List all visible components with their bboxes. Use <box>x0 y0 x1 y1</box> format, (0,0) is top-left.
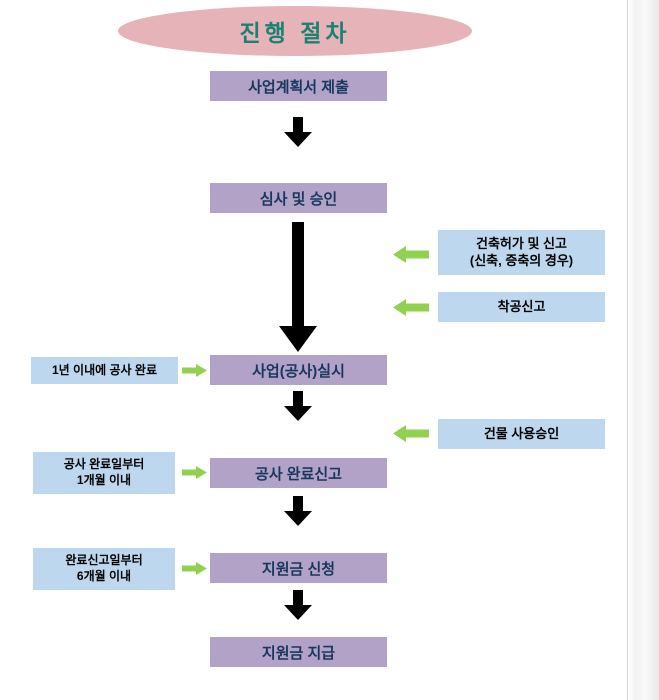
note-complete-within-1-year: 1년 이내에 공사 완료 <box>31 357 178 384</box>
down-arrow-icon <box>283 117 313 152</box>
down-arrow-icon <box>283 391 313 426</box>
down-arrow-icon <box>283 590 313 625</box>
step-business-plan-submission: 사업계획서 제출 <box>210 71 387 101</box>
step-label: 지원금 지급 <box>261 644 336 662</box>
down-arrow-icon <box>283 496 313 531</box>
step-label: 심사 및 승인 <box>259 190 338 208</box>
step-subsidy-application: 지원금 신청 <box>210 553 387 583</box>
page-edge-shadow <box>627 0 659 700</box>
note-line: 착공신고 <box>497 298 546 314</box>
note-line: 공사 완료일부터 <box>63 457 145 472</box>
green-right-arrow-icon <box>182 364 207 382</box>
step-subsidy-payment: 지원금 지급 <box>210 637 387 667</box>
note-building-use-approval: 건물 사용승인 <box>438 419 605 449</box>
note-line: 건축허가 및 신고 <box>476 235 567 251</box>
note-building-permit: 건축허가 및 신고 (신축, 증축의 경우) <box>438 230 605 275</box>
green-left-arrow-icon <box>393 425 429 447</box>
green-right-arrow-icon <box>182 466 207 484</box>
diagram-title-ellipse: 진행 절차 <box>118 6 472 56</box>
note-within-1-month-of-completion: 공사 완료일부터 1개월 이내 <box>33 452 175 494</box>
diagram-title: 진행 절차 <box>239 20 351 46</box>
step-label: 사업계획서 제출 <box>248 78 349 96</box>
note-line: 1년 이내에 공사 완료 <box>52 362 157 377</box>
note-line: 1개월 이내 <box>76 473 132 487</box>
note-construction-start-report: 착공신고 <box>438 292 605 322</box>
long-down-arrow-icon <box>278 222 318 357</box>
note-line: (신축, 증축의 경우) <box>469 252 574 268</box>
step-completion-report: 공사 완료신고 <box>210 458 387 488</box>
step-review-approval: 심사 및 승인 <box>210 183 387 213</box>
step-label: 사업(공사)실시 <box>252 362 345 380</box>
step-label: 지원금 신청 <box>261 560 336 578</box>
note-line: 완료신고일부터 <box>65 553 143 568</box>
note-line: 6개월 이내 <box>76 569 132 583</box>
green-right-arrow-icon <box>182 562 207 580</box>
step-label: 공사 완료신고 <box>255 465 342 483</box>
note-line: 건물 사용승인 <box>483 425 560 441</box>
green-left-arrow-icon <box>393 299 429 321</box>
note-within-6-months-of-report: 완료신고일부터 6개월 이내 <box>33 548 175 590</box>
step-project-construction: 사업(공사)실시 <box>210 355 387 385</box>
green-left-arrow-icon <box>393 246 429 268</box>
